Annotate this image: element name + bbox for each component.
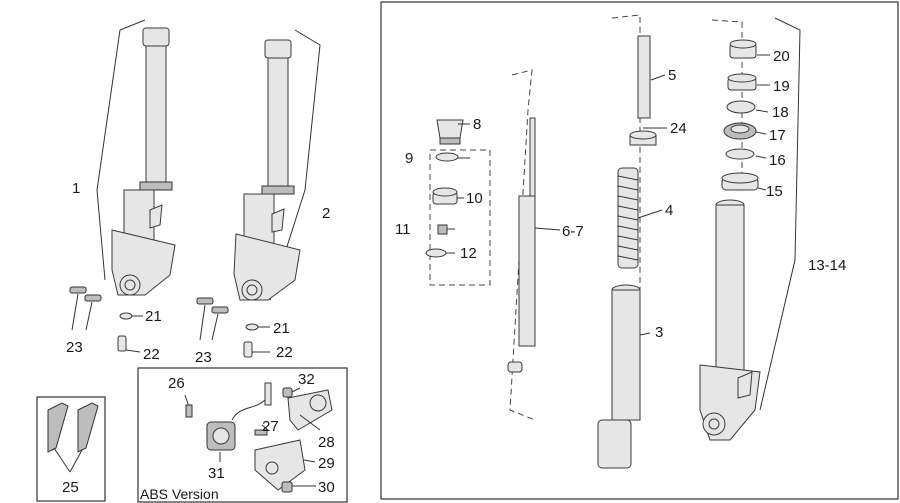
abs-sensor-parts	[184, 382, 333, 493]
label-32: 32	[298, 371, 315, 388]
ring-9	[435, 152, 459, 162]
label-4: 4	[665, 202, 673, 219]
label-20: 20	[773, 48, 790, 65]
fork-leg-assembly-2	[233, 29, 321, 301]
nut-24	[629, 130, 657, 146]
label-2: 2	[322, 205, 330, 222]
bolts-23-right	[196, 297, 229, 341]
label-27: 27	[262, 418, 279, 435]
bushing-20	[729, 39, 757, 59]
fork-leg-assembly-1	[96, 19, 176, 296]
dust-seal-15	[721, 172, 759, 191]
spring-4	[617, 167, 639, 269]
washer-21-right	[245, 323, 270, 331]
label-8: 8	[473, 116, 481, 133]
abs-version-caption: ABS Version	[140, 486, 219, 502]
screw-22-right	[243, 341, 270, 358]
washer-12	[425, 248, 447, 258]
label-19: 19	[773, 78, 790, 95]
bushing-19	[727, 73, 757, 91]
label-15: 15	[766, 183, 783, 200]
label-6-7: 6-7	[562, 223, 584, 240]
label-24: 24	[670, 120, 687, 137]
label-17: 17	[769, 127, 786, 144]
label-29: 29	[318, 455, 335, 472]
label-1: 1	[72, 180, 80, 197]
exploded-view-box	[380, 1, 899, 500]
bolts-23-left	[69, 286, 102, 331]
outer-leg-13-14	[699, 17, 801, 441]
label-5: 5	[668, 67, 676, 84]
label-13-14: 13-14	[808, 257, 846, 274]
washer-18	[726, 100, 756, 114]
spacer-10	[432, 187, 458, 205]
part-25-box	[36, 396, 106, 502]
label-9: 9	[405, 150, 413, 167]
label-23a: 23	[66, 339, 83, 356]
label-23b: 23	[195, 349, 212, 366]
damper-rod-6-7	[507, 117, 536, 373]
label-10: 10	[466, 190, 483, 207]
clip-16	[725, 148, 755, 160]
label-28: 28	[318, 434, 335, 451]
label-16: 16	[769, 152, 786, 169]
label-22a: 22	[143, 346, 160, 363]
label-31: 31	[208, 465, 225, 482]
label-25: 25	[62, 479, 79, 496]
label-21a: 21	[145, 308, 162, 325]
label-22b: 22	[276, 344, 293, 361]
label-18: 18	[772, 104, 789, 121]
label-26: 26	[168, 375, 185, 392]
seal-17	[723, 122, 757, 140]
pads-25	[47, 402, 99, 473]
screw-22-left	[117, 335, 141, 353]
tube-3	[597, 284, 641, 469]
abs-version-box	[137, 367, 348, 503]
label-12: 12	[460, 245, 477, 262]
label-11: 11	[395, 221, 411, 238]
label-3: 3	[655, 324, 663, 341]
nut-11	[437, 224, 448, 235]
cap-8	[436, 119, 464, 145]
label-21b: 21	[273, 320, 290, 337]
label-30: 30	[318, 479, 335, 496]
washer-21-left	[119, 312, 143, 320]
tube-5	[637, 35, 651, 119]
